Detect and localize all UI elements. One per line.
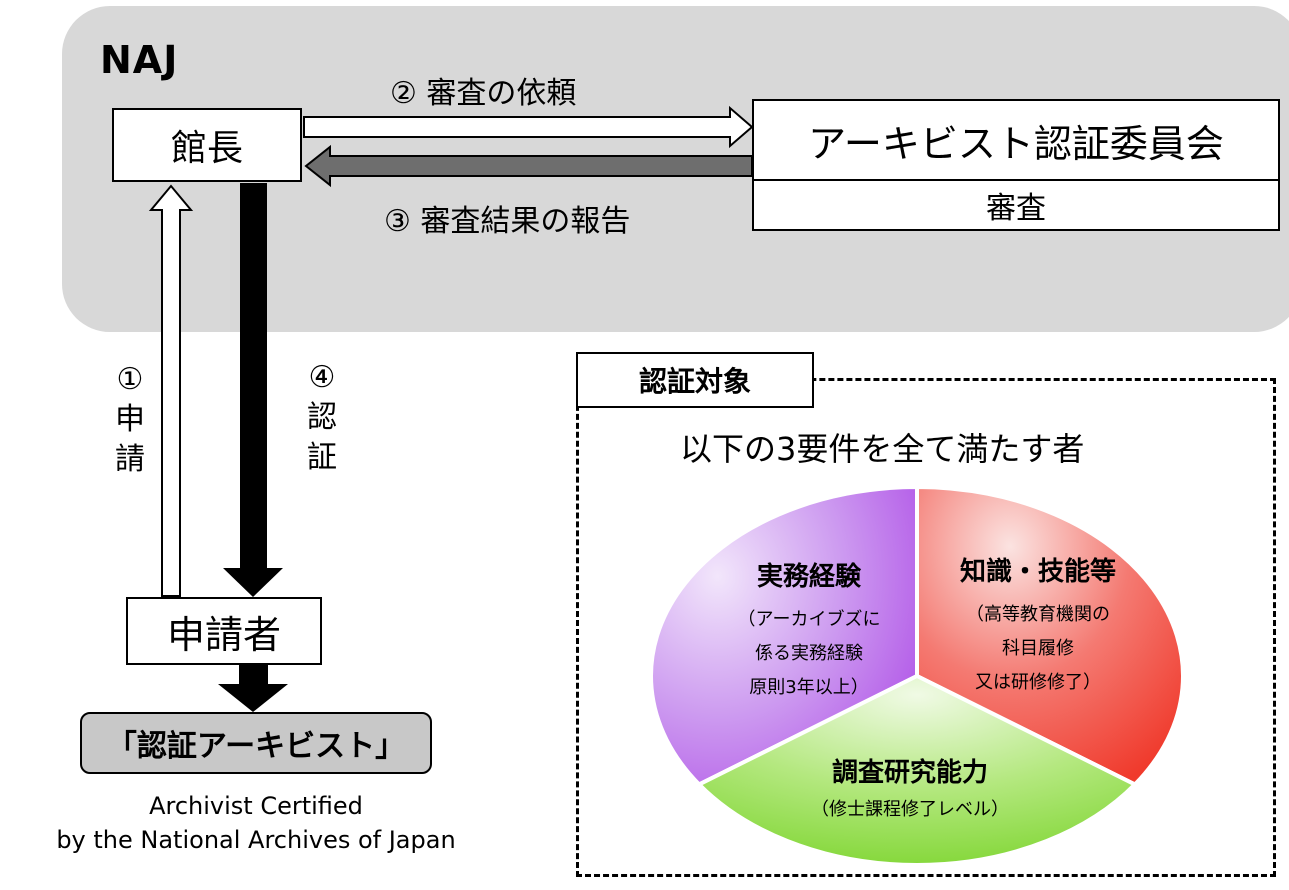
requirement-experience-line2: 係る実務経験 [755,643,863,664]
certification-target-tab: 認証対象 [576,352,814,408]
apply-label: ① 申 請 [110,360,150,480]
apply-label-char1: 申 [115,402,145,437]
applicant-box: 申請者 [126,597,322,665]
english-caption-line1: Archivist Certified [149,792,363,820]
certified-archivist-badge: 「認証アーキビスト」 [80,712,432,774]
requirement-research-line1: （修士課程修了レベル） [811,799,1009,820]
requirement-knowledge-line3: 又は研修修了） [975,672,1101,693]
requirement-research-title: 調査研究能力 [831,758,988,788]
pie-slice-knowledge [915,484,1185,787]
requirement-experience-title: 実務経験 [756,562,861,592]
certification-target-tab-label: 認証対象 [638,365,751,398]
certify-arrow [223,183,283,597]
director-box: 館長 [112,108,302,182]
requirement-knowledge-line1: （高等教育機関の [966,604,1110,625]
review-box: 審査 [752,179,1280,231]
report-result-label: ③ 審査結果の報告 [384,204,631,239]
certification-target-box [576,378,1276,877]
request-review-arrow [303,105,754,149]
certified-badge-label: 「認証アーキビスト」 [106,729,406,764]
certify-label-char1: 認 [307,400,337,435]
requirement-research: 調査研究能力 （修士課程修了レベル） [780,752,1040,827]
apply-arrow [148,184,194,597]
apply-label-num: ① [116,362,144,397]
pie-slice-experience [649,484,919,787]
certify-label-num: ④ [308,360,336,395]
requirement-knowledge-line2: 科目履修 [1002,638,1074,659]
requirement-experience: 実務経験 （アーカイブズに 係る実務経験 原則3年以上） [694,556,924,705]
target-subtitle: 以下の3要件を全て満たす者 [680,430,1085,468]
applicant-to-badge-arrow [218,665,288,712]
committee-label: アーキビスト認証委員会 [808,121,1224,166]
requirement-knowledge: 知識・技能等 （高等教育機関の 科目履修 又は研修修了） [918,551,1158,700]
request-review-label: ② 審査の依頼 [390,76,577,111]
requirement-knowledge-title: 知識・技能等 [959,557,1116,587]
report-result-arrow [304,144,753,188]
english-caption-line2: by the National Archives of Japan [56,826,456,854]
certify-label: ④ 認 証 [302,358,342,478]
pie-slice-research [695,673,1139,867]
requirement-experience-line1: （アーカイブズに [737,609,881,630]
naj-label: NAJ [100,38,179,82]
review-label: 審査 [986,191,1046,226]
requirement-experience-line3: 原則3年以上） [749,677,869,698]
applicant-label: 申請者 [166,612,281,657]
director-label: 館長 [170,128,243,169]
apply-label-char2: 請 [115,442,145,477]
certify-label-char2: 証 [307,440,337,475]
